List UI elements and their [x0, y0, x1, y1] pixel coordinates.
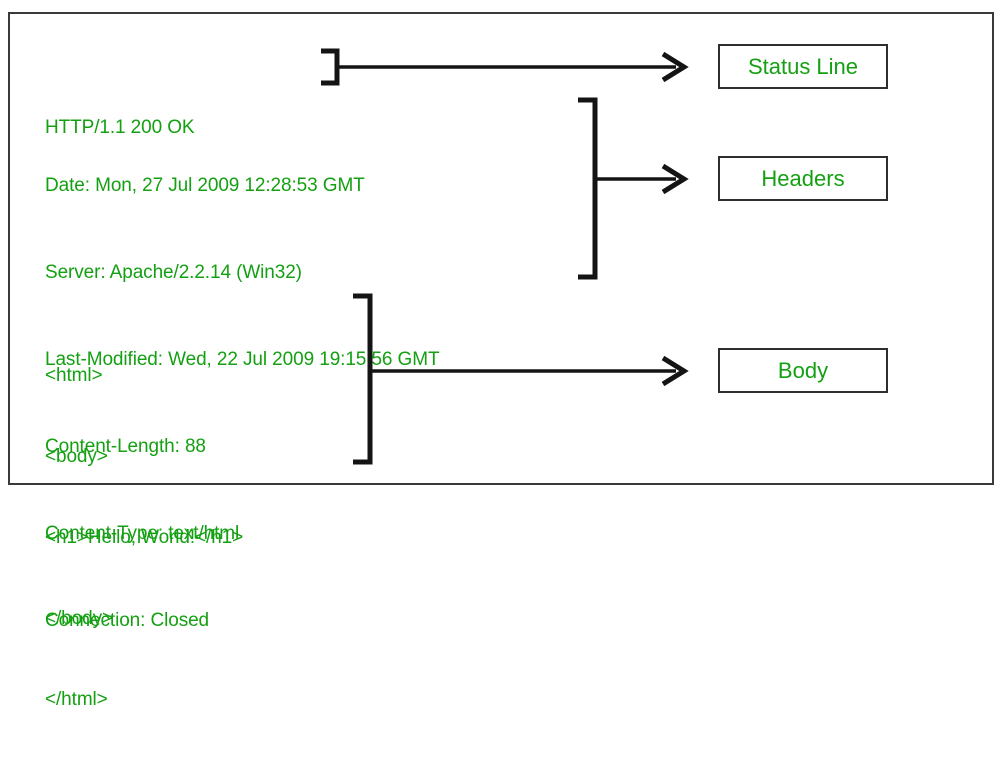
header-row-last-modified: Last-Modified: Wed, 22 Jul 2009 19:15:56… — [45, 349, 440, 370]
header-row-content-length: Content-Length: 88 — [45, 436, 206, 457]
status-line-row: HTTP/1.1 200 OK — [45, 117, 195, 138]
body-row-body-open: <body> — [45, 446, 108, 467]
label-box-body: Body — [718, 348, 888, 393]
label-box-status-line: Status Line — [718, 44, 888, 89]
body-row-h1: <h1>Hello, World!</h1> — [45, 527, 244, 548]
body-row-body-close: </body> — [45, 608, 113, 629]
body-text: <html> <body> <h1>Hello, World!</h1> </b… — [45, 308, 243, 767]
label-box-status-line-text: Status Line — [747, 53, 859, 79]
label-box-headers-text: Headers — [761, 165, 845, 191]
label-box-body-text: Body — [777, 357, 829, 383]
diagram-frame — [8, 12, 994, 485]
diagram-canvas: HTTP/1.1 200 OK Date: Mon, 27 Jul 2009 1… — [8, 12, 994, 710]
header-row-server: Server: Apache/2.2.14 (Win32) — [45, 262, 302, 283]
header-row-date: Date: Mon, 27 Jul 2009 12:28:53 GMT — [45, 175, 365, 196]
body-row-html-open: <html> — [45, 365, 103, 386]
body-row-html-close: </html> — [45, 689, 108, 710]
status-line-text: HTTP/1.1 200 OK — [45, 55, 195, 200]
label-box-headers: Headers — [718, 156, 888, 201]
